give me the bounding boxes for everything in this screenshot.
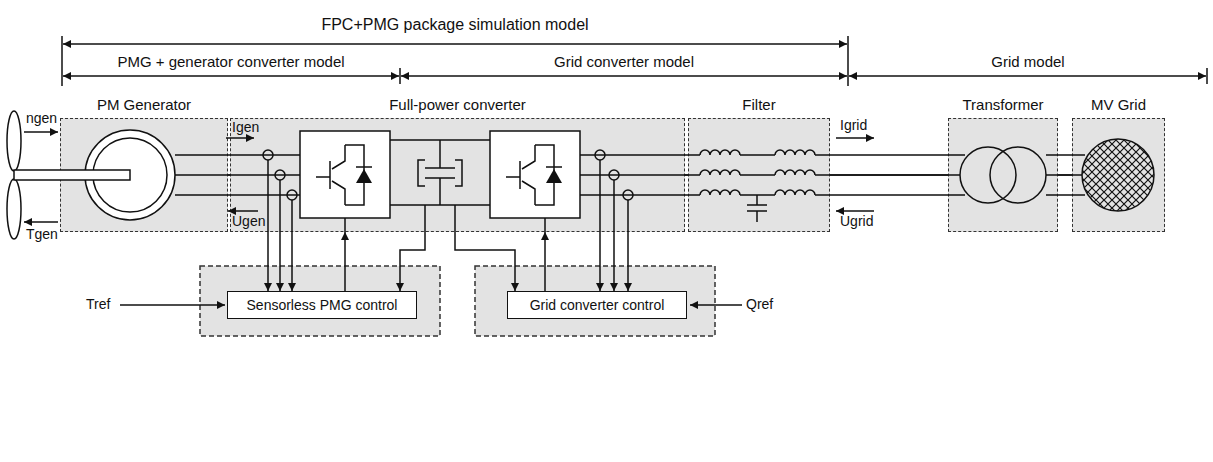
signal-line <box>344 232 346 291</box>
control-box: Sensorless PMG control <box>227 291 417 319</box>
drawing-stroke <box>7 111 21 171</box>
converter-switches <box>300 131 580 218</box>
drawing-stroke <box>847 36 849 86</box>
drawing-stroke <box>425 140 455 205</box>
drawing-stroke <box>1082 139 1154 211</box>
drawing-stroke <box>226 137 254 139</box>
power-line <box>228 174 230 176</box>
drawing-stroke <box>1206 68 1208 84</box>
drawing-stroke <box>418 160 462 186</box>
model-span-label: Grid model <box>991 53 1064 70</box>
turbine-generator <box>7 111 175 239</box>
model-span-label: Grid converter model <box>554 53 694 70</box>
drawing-stroke <box>740 155 775 195</box>
component-heading: Transformer <box>962 96 1043 113</box>
drawing-stroke <box>700 190 740 195</box>
control-box: Grid converter control <box>507 291 687 319</box>
component-box: Transformer <box>948 118 1058 232</box>
component-heading: Full-power converter <box>389 96 526 113</box>
current-sensors <box>263 150 633 232</box>
component-heading: PM Generator <box>97 96 191 113</box>
drawing-stroke <box>623 190 633 200</box>
signal-name: Ugen <box>232 213 265 229</box>
signal-line <box>455 232 515 291</box>
signal-name: Igen <box>232 119 259 135</box>
signal-name: Tgen <box>26 226 58 242</box>
drawing-stroke <box>7 179 21 239</box>
drawing-stroke <box>275 170 285 180</box>
drawing-stroke <box>399 68 401 84</box>
control-label: Grid converter control <box>530 297 665 313</box>
drawing-stroke <box>490 131 580 218</box>
power-line <box>685 174 688 176</box>
drawing-stroke <box>14 170 130 180</box>
drawing-stroke <box>775 190 815 195</box>
drawing-stroke <box>815 155 965 195</box>
grid-symbol <box>1082 139 1154 211</box>
drawing-stroke <box>401 75 847 77</box>
dc-link <box>345 140 545 232</box>
drawing-stroke <box>24 221 58 223</box>
drawing-stroke <box>61 36 63 86</box>
signal-name: Tref <box>86 296 110 312</box>
model-span-label: PMG + generator converter model <box>117 53 344 70</box>
power-line <box>830 174 948 176</box>
drawing-stroke <box>345 205 545 232</box>
control-region <box>475 266 715 336</box>
drawing-stroke <box>63 43 847 45</box>
transformer-symbol <box>960 147 1046 203</box>
drawing-stroke <box>120 304 225 306</box>
drawing-stroke <box>747 195 767 222</box>
drawing-stroke <box>700 150 740 155</box>
signal-name: Ugrid <box>840 213 873 229</box>
signal-line <box>291 232 293 291</box>
drawing-stroke <box>263 150 273 160</box>
model-span-label: FPC+PMG package simulation model <box>321 16 588 34</box>
drawing-stroke <box>775 150 815 155</box>
drawing-stroke <box>580 155 700 195</box>
signal-line <box>613 232 615 291</box>
drawing-stroke <box>595 150 605 160</box>
signal-line <box>400 232 425 291</box>
component-heading: Filter <box>742 96 775 113</box>
drawing-stroke <box>836 210 874 212</box>
signal-line <box>279 232 281 291</box>
drawing-stroke <box>609 170 619 180</box>
drawing-stroke <box>24 131 58 133</box>
signal-line <box>627 232 629 291</box>
drawing-stroke <box>836 137 874 139</box>
control-region <box>200 266 440 336</box>
signal-line <box>544 232 546 291</box>
drawing-stroke <box>700 170 740 175</box>
drawing-stroke <box>690 304 742 306</box>
drawing-stroke <box>268 160 628 232</box>
dimension-lines <box>62 36 1207 86</box>
drawing-stroke <box>990 147 1046 203</box>
signal-name: ngen <box>26 110 57 126</box>
power-line <box>1058 174 1072 176</box>
component-heading: MV Grid <box>1091 96 1146 113</box>
drawing-stroke <box>228 210 258 212</box>
drawing-stroke <box>63 75 399 77</box>
control-label: Sensorless PMG control <box>247 297 398 313</box>
signal-name: Qref <box>746 296 773 312</box>
drawing-stroke <box>390 140 490 205</box>
drawing-stroke <box>300 131 390 218</box>
signal-line <box>599 232 601 291</box>
drawing-stroke <box>849 75 1206 77</box>
drawing-stroke <box>960 147 1016 203</box>
signal-arrows <box>24 132 874 305</box>
signal-line <box>267 232 269 291</box>
drawing-stroke <box>775 170 815 175</box>
drawing-stroke <box>1046 155 1085 195</box>
drawing-stroke <box>175 155 300 195</box>
drawing-stroke <box>287 190 297 200</box>
signal-name: Igrid <box>840 117 867 133</box>
